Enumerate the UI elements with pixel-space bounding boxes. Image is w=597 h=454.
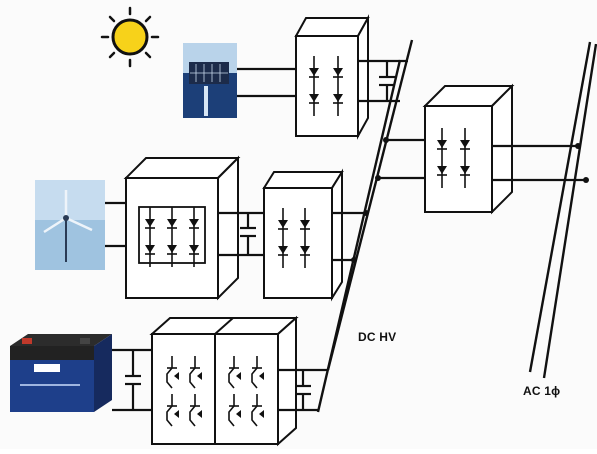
wind-dc-dc-converter xyxy=(262,168,344,302)
dc-bus-label: DC HV xyxy=(358,330,397,344)
inverter xyxy=(422,83,515,215)
battery-icon xyxy=(10,334,112,412)
ac-bus-nodes xyxy=(575,143,589,183)
wind-rectifier xyxy=(123,155,241,301)
wind-turbine-icon xyxy=(35,180,105,270)
battery-converter xyxy=(149,315,299,447)
ac-bus xyxy=(528,41,597,379)
sun-icon xyxy=(100,6,160,68)
dc-hv-bus xyxy=(316,39,414,413)
pv-dc-dc-converter xyxy=(294,14,370,140)
ac-bus-label: AC 1ϕ xyxy=(523,384,561,398)
solar-panel-icon xyxy=(183,43,237,118)
